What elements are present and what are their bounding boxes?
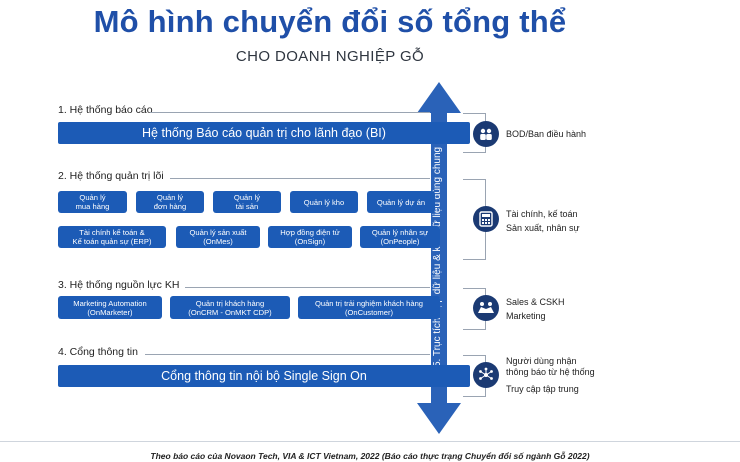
section-1-line <box>150 112 430 113</box>
section-4-label: 4. Cổng thông tin <box>58 346 138 358</box>
section-3-line <box>185 287 430 288</box>
handshake-icon <box>473 295 499 321</box>
role-notify-2: thông báo từ hệ thống <box>506 367 595 377</box>
role-notify-1: Người dùng nhận <box>506 356 577 366</box>
integration-axis-label: 5. Trục tích hợp dữ liệu & kho dữ liệu d… <box>432 146 443 367</box>
module-onsign: Hợp đồng điện tử(OnSign) <box>268 226 352 248</box>
module-onmarketer: Marketing Automation(OnMarketer) <box>58 296 162 319</box>
role-bod: BOD/Ban điều hành <box>506 129 587 139</box>
sso-portal-bar: Cổng thông tin nội bộ Single Sign On <box>58 365 470 387</box>
section-2-line <box>170 178 430 179</box>
module-oncrm: Quản trị khách hàng(OnCRM - OnMKT CDP) <box>170 296 290 319</box>
page-title: Mô hình chuyển đổi số tổng thể <box>93 4 567 39</box>
people-icon <box>473 121 499 147</box>
role-sales: Sales & CSKH <box>506 297 565 307</box>
role-finance: Tài chính, kế toán <box>506 209 578 219</box>
module-onpeople: Quản lý nhân sự(OnPeople) <box>360 226 440 248</box>
network-icon <box>473 362 499 388</box>
source-footer: Theo báo cáo của Novaon Tech, VIA & ICT … <box>150 451 590 461</box>
integration-axis-arrow <box>417 82 461 434</box>
section-4-line <box>145 354 430 355</box>
page-subtitle: CHO DOANH NGHIỆP GỖ <box>235 48 425 65</box>
footer-divider <box>0 441 740 442</box>
module-erp: Tài chính kế toán &Kế toán quản sự (ERP) <box>58 226 166 248</box>
module-projects: Quản lý dự án <box>367 191 435 213</box>
section-2-label: 2. Hệ thống quản trị lõi <box>58 170 164 182</box>
section-1-label: 1. Hệ thống báo cáo <box>58 104 153 116</box>
section-3-label: 3. Hệ thống nguồn lực KH <box>58 279 180 291</box>
role-central-access: Truy cập tập trung <box>506 384 579 394</box>
role-production: Sản xuất, nhân sự <box>506 223 580 233</box>
module-oncustomer: Quản trị trải nghiệm khách hàng(OnCustom… <box>298 296 440 319</box>
role-marketing: Marketing <box>506 311 546 321</box>
calculator-icon <box>473 206 499 232</box>
module-onmes: Quản lý sản xuất(OnMes) <box>176 226 260 248</box>
module-warehouse: Quản lý kho <box>290 191 358 213</box>
bi-report-bar: Hệ thống Báo cáo quản trị cho lãnh đạo (… <box>58 122 470 144</box>
